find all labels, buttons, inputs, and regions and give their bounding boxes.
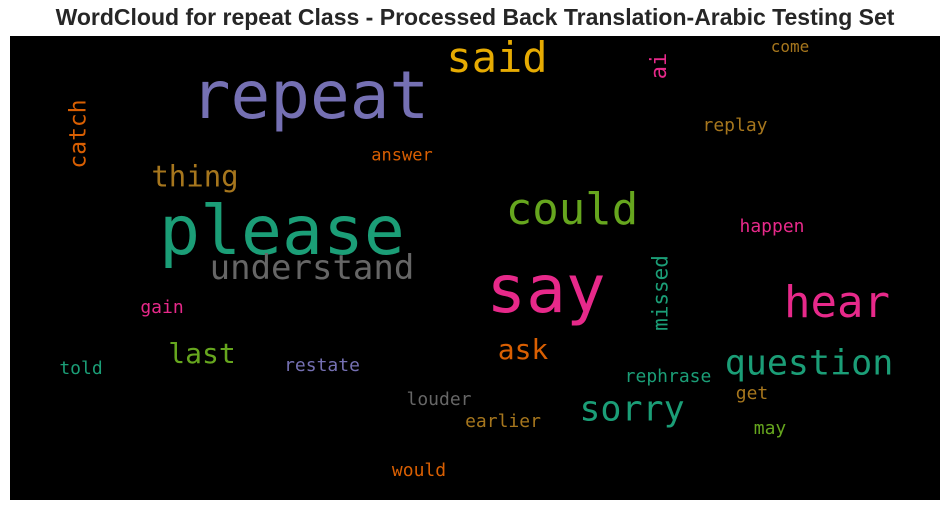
word-gain: gain xyxy=(140,297,184,318)
word-may: may xyxy=(753,418,787,439)
word-question: question xyxy=(724,343,894,384)
word-ask: ask xyxy=(497,333,549,366)
word-understand: understand xyxy=(209,248,415,288)
word-would: would xyxy=(391,460,447,481)
word-answer: answer xyxy=(371,145,433,166)
word-could: could xyxy=(505,184,639,235)
word-come: come xyxy=(770,37,810,56)
word-get: get xyxy=(735,383,769,404)
word-say: say xyxy=(486,251,606,328)
word-please: please xyxy=(159,192,405,271)
chart-title: WordCloud for repeat Class - Processed B… xyxy=(55,4,895,30)
word-last: last xyxy=(168,337,236,370)
word-thing: thing xyxy=(151,159,239,194)
word-repeat: repeat xyxy=(190,57,430,134)
word-replay: replay xyxy=(702,115,768,136)
word-rephrase: rephrase xyxy=(624,366,712,387)
word-told: told xyxy=(59,358,103,379)
word-restate: restate xyxy=(284,355,360,376)
word-hear: hear xyxy=(784,277,890,328)
word-missed: missed xyxy=(648,255,673,331)
word-happen: happen xyxy=(739,216,805,237)
word-cloud: repeat said ai come replay catch answer … xyxy=(10,36,940,500)
word-catch: catch xyxy=(65,99,92,169)
word-earlier: earlier xyxy=(465,411,541,432)
word-louder: louder xyxy=(406,389,472,410)
word-said: said xyxy=(446,36,548,82)
word-ai: ai xyxy=(647,52,672,80)
word-sorry: sorry xyxy=(579,389,685,430)
